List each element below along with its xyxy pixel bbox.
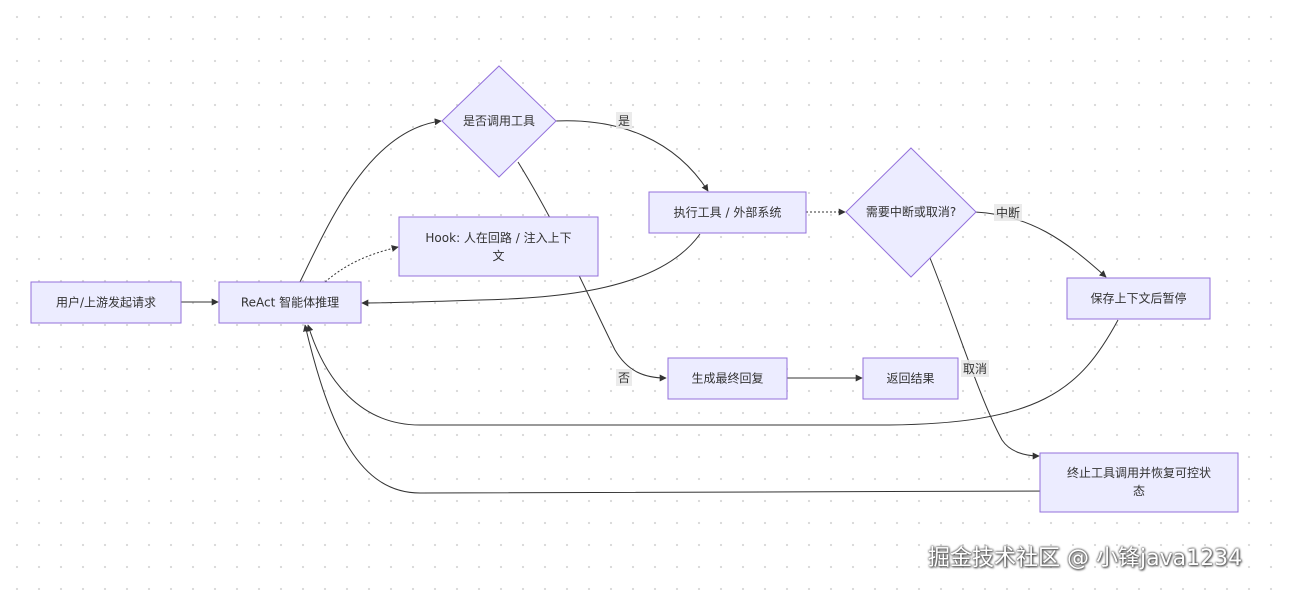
edge-interrupt-to-save — [974, 211, 1107, 278]
node-interrupt-decision-label: 需要中断或取消? — [866, 204, 956, 219]
edges — [181, 118, 1119, 494]
edge-label-interrupt: 中断 — [994, 204, 1022, 221]
edge-save-to-agent — [306, 319, 1119, 426]
edge-label-no: 否 — [616, 369, 632, 386]
node-execute-tool-label: 执行工具 / 外部系统 — [674, 205, 782, 220]
edge-agent-to-hook — [324, 245, 399, 283]
node-interrupt-decision[interactable]: 需要中断或取消? — [845, 147, 977, 278]
edge-label-cancel: 取消 — [961, 360, 989, 377]
edge-decision-no-to-reply — [517, 161, 667, 382]
edge-interrupt-cancel-to-abort — [929, 257, 1040, 460]
node-final-reply[interactable]: 生成最终回复 — [667, 357, 788, 400]
node-user-request-label: 用户/上游发起请求 — [56, 295, 156, 310]
node-hook-label-line2: 文 — [492, 248, 504, 263]
edge-decision-yes-to-execute — [554, 120, 709, 192]
node-save-context[interactable]: 保存上下文后暂停 — [1066, 277, 1211, 320]
node-abort-tool-label-line2: 态 — [1133, 484, 1145, 498]
node-final-reply-label: 生成最终回复 — [691, 371, 763, 386]
watermark: 掘金技术社区 @ 小锋java1234 — [928, 546, 1243, 571]
node-hook[interactable]: Hook: 人在回路 / 注入上下 文 — [398, 216, 599, 277]
edge-abort-to-agent — [303, 324, 1067, 494]
node-call-tool-decision-label: 是否调用工具 — [463, 114, 535, 128]
edge-label-yes-text: 是 — [618, 114, 630, 128]
edge-execute-to-agent — [361, 233, 701, 307]
node-abort-tool[interactable]: 终止工具调用并恢复可控状 态 — [1039, 452, 1239, 513]
node-hook-label-line1: Hook: 人在回路 / 注入上下 — [425, 230, 571, 245]
edge-label-cancel-text: 取消 — [963, 362, 987, 376]
edge-agent-to-decision — [299, 118, 442, 283]
node-abort-tool-label-line1: 终止工具调用并恢复可控状 — [1067, 465, 1211, 480]
node-return-result-label: 返回结果 — [886, 372, 934, 386]
node-react-agent-label: ReAct 智能体推理 — [241, 295, 339, 310]
node-execute-tool[interactable]: 执行工具 / 外部系统 — [648, 191, 807, 234]
node-user-request[interactable]: 用户/上游发起请求 — [30, 281, 182, 324]
node-save-context-label: 保存上下文后暂停 — [1090, 291, 1186, 306]
node-call-tool-decision[interactable]: 是否调用工具 — [441, 65, 557, 178]
node-react-agent[interactable]: ReAct 智能体推理 — [218, 281, 362, 324]
edge-label-yes: 是 — [616, 112, 632, 129]
edge-label-no-text: 否 — [618, 371, 630, 385]
node-return-result[interactable]: 返回结果 — [862, 357, 959, 400]
edge-label-interrupt-text: 中断 — [996, 205, 1020, 220]
